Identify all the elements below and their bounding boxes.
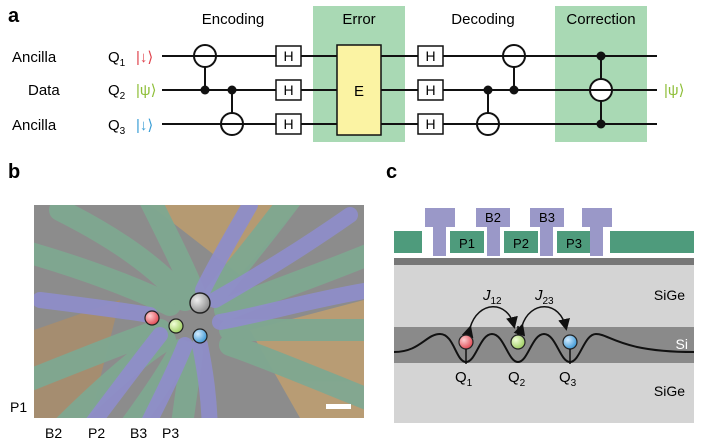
sem-dot-q3 [192, 328, 208, 344]
row2-ket: |ψ⟩ [136, 82, 156, 99]
label-p1: P1 [10, 399, 27, 415]
label-q1: Q1 [455, 369, 473, 389]
label-b2: B2 [45, 425, 62, 441]
label-gate-p3: P3 [566, 236, 582, 251]
hadamard-enc-q2: H [275, 79, 302, 101]
row1-qubit: Q1 [108, 49, 126, 69]
label-p3: P3 [162, 425, 179, 441]
decoding-cnot-1 [476, 85, 500, 136]
encoding-label: Encoding [202, 11, 265, 28]
label-gate-b3: B3 [539, 210, 555, 225]
row2-role: Data [28, 82, 60, 99]
error-label: Error [342, 11, 375, 28]
label-p2: P2 [88, 425, 105, 441]
panel-c: c P1 P2 P3 B2 B3 SiGe Si SiGe J12 J23 [386, 161, 695, 423]
panel-a: a Encoding Error Decoding Correction Anc… [8, 5, 684, 142]
panel-a-label: a [8, 5, 20, 27]
layer-dark-strip [394, 258, 694, 265]
label-gate-p2: P2 [513, 236, 529, 251]
qubit-q3 [562, 334, 578, 350]
layer-si-well [394, 327, 694, 363]
panel-b: b [8, 161, 364, 441]
svg-text:H: H [425, 116, 435, 132]
label-j23: J23 [534, 287, 554, 307]
panel-b-label: b [8, 161, 20, 183]
row1-role: Ancilla [12, 49, 57, 66]
label-gate-b2: B2 [485, 210, 501, 225]
sem-sensor-dot [189, 292, 211, 314]
label-q3: Q3 [559, 369, 577, 389]
decoding-cnot-2 [502, 44, 526, 95]
coupling-arrow-j12 [461, 306, 518, 339]
hadamard-enc-q3: H [275, 113, 302, 135]
svg-text:H: H [425, 48, 435, 64]
row2-qubit: Q2 [108, 82, 126, 102]
row3-ket: |↓⟩ [136, 117, 153, 134]
svg-text:E: E [354, 83, 364, 100]
potential-profile [393, 332, 695, 364]
label-sige-top: SiGe [654, 287, 685, 303]
hadamard-dec-q1: H [417, 45, 444, 67]
encoding-cnot-1 [193, 44, 217, 95]
label-j12: J12 [482, 287, 502, 307]
sem-dot-q2 [168, 318, 184, 334]
label-b3: B3 [130, 425, 147, 441]
toffoli-correction-gate [589, 51, 613, 129]
gate-b2 [476, 208, 510, 256]
hadamard-dec-q2: H [417, 79, 444, 101]
error-gate: E [336, 44, 382, 136]
panel-c-label: c [386, 161, 397, 183]
row3-role: Ancilla [12, 117, 57, 134]
scale-bar [326, 404, 351, 409]
svg-text:H: H [283, 82, 293, 98]
sem-image [34, 205, 364, 418]
row1-ket: |↓⟩ [136, 49, 153, 66]
label-gate-p1: P1 [459, 236, 475, 251]
label-si: Si [676, 336, 688, 352]
gate-barrier-4 [582, 208, 612, 256]
label-q2: Q2 [508, 369, 526, 389]
qubit-q2 [510, 334, 526, 350]
label-sige-bottom: SiGe [654, 383, 685, 399]
decoding-label: Decoding [451, 11, 514, 28]
hadamard-dec-q3: H [417, 113, 444, 135]
gate-b3 [530, 208, 564, 256]
gate-barrier-1 [425, 208, 455, 256]
gate-layer-left [394, 231, 422, 253]
correction-label: Correction [566, 11, 635, 28]
sem-dot-q1 [144, 310, 160, 326]
gate-p3 [557, 231, 591, 253]
layer-sige-bottom [394, 363, 694, 423]
svg-text:H: H [283, 116, 293, 132]
gate-p1 [450, 231, 484, 253]
row3-qubit: Q3 [108, 117, 126, 137]
gate-layer-right [610, 231, 694, 253]
qubit-q1 [458, 334, 474, 350]
gate-p2 [504, 231, 538, 253]
coupling-arrow-j23 [513, 306, 570, 337]
output-ket: |ψ⟩ [664, 82, 684, 99]
layer-sige-top [394, 264, 694, 327]
svg-text:H: H [425, 82, 435, 98]
svg-text:H: H [283, 48, 293, 64]
hadamard-enc-q1: H [275, 45, 302, 67]
encoding-cnot-2 [220, 85, 244, 136]
